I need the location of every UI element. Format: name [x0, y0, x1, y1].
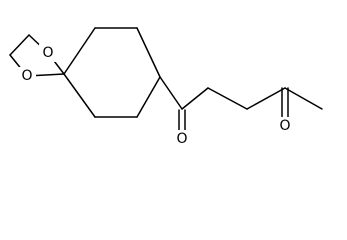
bond-carbonyl-methyl [284, 87, 323, 110]
oxygen-label-ketone-right: O [279, 118, 290, 134]
bond-ch2-ch2 [9, 34, 30, 56]
bond-c3-c4 [136, 27, 161, 78]
side-chain [159, 76, 323, 137]
oxygen-label-upper: O [42, 45, 53, 61]
bond-ch2-carbonyl-right [246, 87, 286, 110]
oxygen-upper-backdrop [39, 44, 57, 62]
oxygen-label-lower: O [21, 68, 32, 84]
bond-c4-c5 [136, 76, 161, 118]
oxygen-lower-backdrop [18, 67, 36, 85]
molecule-diagram: O O O O [9, 27, 323, 148]
bond-ring-carbonyl [159, 76, 183, 110]
bond-carbonyl-ch2-a [181, 87, 209, 110]
bond-spiro-c2 [63, 27, 96, 75]
cyclohexane-ring [63, 27, 161, 118]
bond-ch2-ch2-mid [207, 87, 248, 110]
oxygen-label-ketone-left: O [176, 131, 187, 147]
bond-c6-spiro [63, 73, 96, 118]
oxygen-ketone-right-backdrop [276, 117, 294, 135]
oxygen-labels: O O O O [18, 44, 294, 148]
oxygen-ketone-left-backdrop [173, 130, 191, 148]
